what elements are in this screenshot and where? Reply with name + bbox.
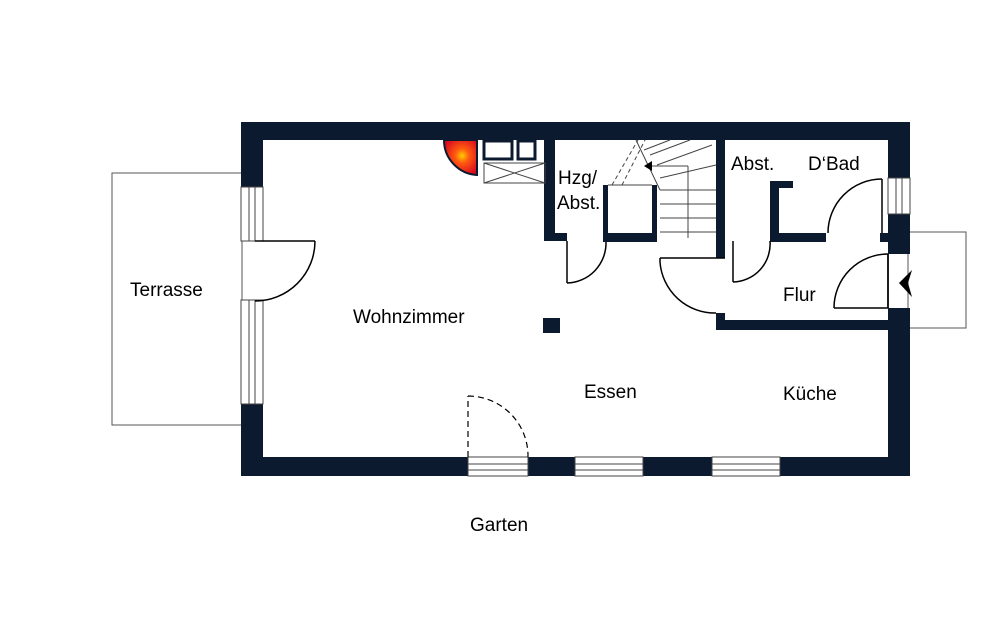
- kitchen-counter: [483, 162, 546, 184]
- label-hzg: Hzg/: [558, 168, 598, 189]
- label-abst: Abst.: [731, 154, 774, 175]
- shaft-boxes: [482, 139, 537, 161]
- label-hzg-abst: Abst.: [557, 193, 600, 214]
- fireplace-icon: [442, 139, 478, 177]
- staircase: [608, 139, 717, 238]
- label-dbad: D‘Bad: [808, 154, 860, 175]
- stair-direction-arrow-icon: [644, 161, 652, 171]
- garden-door: [467, 395, 529, 458]
- label-essen: Essen: [584, 382, 637, 403]
- interior-walls: [543, 136, 896, 333]
- label-kueche: Küche: [783, 384, 837, 405]
- label-terrasse: Terrasse: [130, 280, 203, 301]
- windows: [240, 177, 911, 477]
- window-mullions: [248, 178, 903, 471]
- doors: [254, 178, 889, 314]
- entrance-arrow-icon: [899, 270, 912, 297]
- label-flur: Flur: [783, 285, 816, 306]
- terrace-area: [111, 172, 243, 426]
- entrance-landing: [907, 231, 967, 329]
- chimney-column-icon: [543, 318, 560, 333]
- label-garten: Garten: [470, 515, 528, 536]
- label-wohnzimmer: Wohnzimmer: [353, 307, 465, 328]
